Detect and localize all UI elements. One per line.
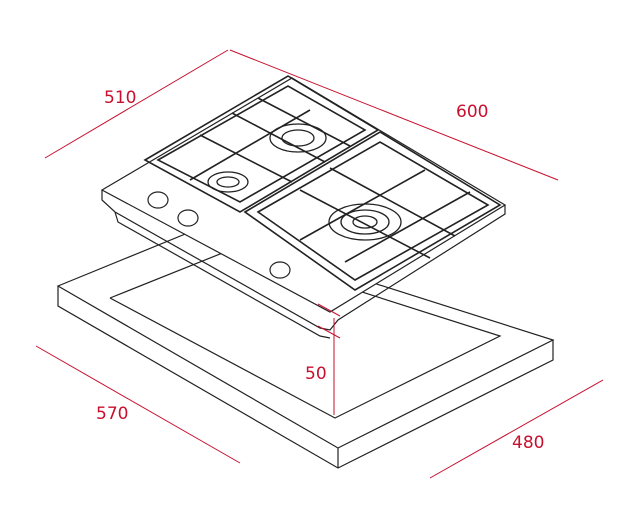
dim-label-50: 50 <box>305 364 327 384</box>
grate-right <box>243 131 502 291</box>
hob <box>100 75 507 339</box>
countertop-cutout <box>56 227 555 469</box>
knobs <box>147 191 291 279</box>
dimension-lines <box>35 49 604 479</box>
dim-label-600: 600 <box>456 102 489 122</box>
dim-label-570: 570 <box>96 404 129 424</box>
burners <box>207 123 402 241</box>
dim-label-480: 480 <box>512 433 545 453</box>
grate-left <box>143 75 380 213</box>
dim-label-510: 510 <box>104 88 137 108</box>
